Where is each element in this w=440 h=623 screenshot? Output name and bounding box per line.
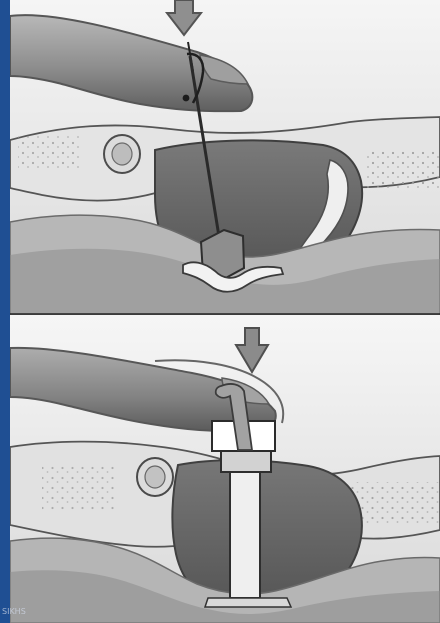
right-tissue-dots [350, 482, 440, 524]
right-tissue-dots [365, 150, 440, 190]
top-illustration-panel [10, 0, 440, 315]
top-illustration-svg [10, 0, 440, 315]
applicator-base [205, 598, 291, 607]
applicator-cylinder [230, 470, 260, 598]
left-tissue-structure [18, 135, 140, 173]
blue-border [0, 0, 10, 623]
applicator-collar [221, 450, 271, 472]
guide-tip [183, 95, 190, 102]
bottom-illustration-svg [10, 315, 440, 623]
bottom-illustration-panel [10, 315, 440, 623]
watermark-text: SIKHS [2, 607, 26, 616]
